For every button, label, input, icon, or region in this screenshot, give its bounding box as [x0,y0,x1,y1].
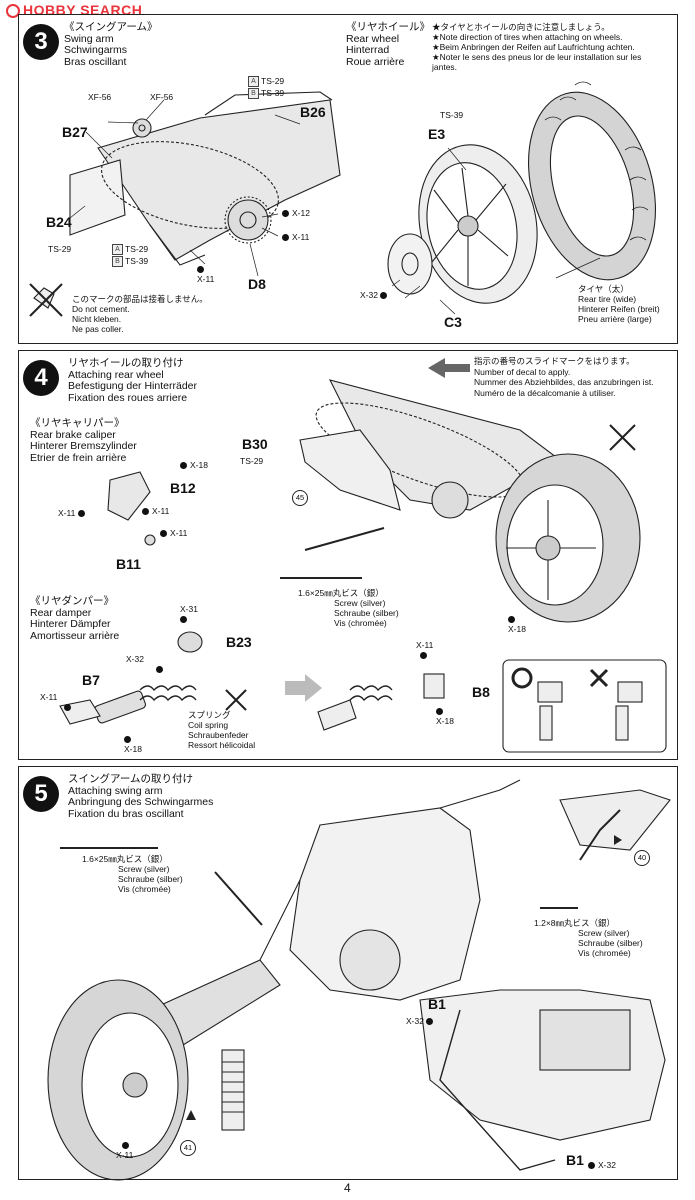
step-4-panel [18,350,678,760]
ts29-label-b30: TS-29 [240,456,264,466]
part-b8: B8 [472,684,490,700]
x32-label: X-32 [360,290,390,300]
step5-rear-tire-drawing [47,979,189,1181]
page-number: 4 [344,1181,351,1195]
part-e3: E3 [428,126,446,142]
part-b12: B12 [170,480,196,496]
x11-label-caliper-a: X-11 [58,508,88,518]
part-b1-upper: B1 [428,996,446,1012]
rear-wheel-drawing [418,144,538,304]
no-cement-icon-step4 [225,424,636,711]
xf56-label-b: XF-56 [150,92,174,102]
decal-note: 指示の番号のスライドマークをはります。Number of decal to ap… [474,356,654,398]
part-b30: B30 [242,436,268,452]
step5-damper-drawing [221,1049,245,1131]
short-screw-label: 1.2×8㎜丸ビス（銀）Screw (silver) Schraube (sil… [534,918,643,958]
x11-label-a: X-11 [282,232,309,242]
no-cement-icon-drawing [29,283,63,317]
decal-arrow-drawing [428,358,470,378]
x11-label-b: X-11 [197,264,214,284]
x18-label-assembled: X-18 [436,706,454,726]
chain-guard-b30-drawing [299,429,401,511]
x18-label-damper: X-18 [124,734,142,754]
rear-caliper-drawing [107,471,156,546]
x18-label-a: X-18 [180,460,208,470]
x11-label-step5: X-11 [116,1140,133,1160]
no-cement-note: このマークの部品は接着しません。Do not cement. Nicht kle… [72,294,208,334]
x32-label-damper: X-32 [126,654,166,674]
part-b26: B26 [300,104,326,120]
xf56-label-a: XF-56 [88,92,112,102]
x18-label-tire: X-18 [508,614,526,634]
part-b24: B24 [46,214,72,230]
step4-long-screw-drawing [280,527,385,579]
front-sprocket-drawing [132,118,152,138]
x31-label: X-31 [180,604,198,624]
x32-label-upper: X-32 [406,1016,436,1026]
sprocket-d8-drawing [224,196,272,244]
rear-tire-label: タイヤ（太）Rear tire (wide) Hinterer Reifen (… [578,284,660,324]
right-arrow-drawing [285,674,322,702]
decal-arrows-step5 [186,835,622,1120]
step-5-badge: 5 [23,776,59,812]
step-4-badge: 4 [23,360,59,396]
step-3-badge: 3 [23,24,59,60]
part-b23: B23 [226,634,252,650]
long-screw-label: 1.6×25㎜丸ビス（銀）Screw (silver) Schraube (si… [298,588,399,628]
assembled-damper-drawing [317,673,445,731]
ts39-label-e3: TS-39 [440,110,464,120]
x11-label-caliper-b: X-11 [142,506,169,516]
ok-ng-box-drawing [502,659,667,753]
tire-direction-note: ★タイヤとホイールの向きに注意しましょう。★Note direction of … [432,22,642,72]
step-5-panel [18,766,678,1180]
decal-45-badge: 45 [292,490,308,506]
rear-caliper-title: 《リヤキャリパー》Rear brake caliper Hinterer Bre… [30,417,137,464]
swing-arm-drawing [69,91,341,266]
decal-40-badge: 40 [634,850,650,866]
part-d8: D8 [248,276,266,292]
part-b1-lower: B1 [566,1152,584,1168]
part-b7: B7 [82,672,100,688]
step5-engine-drawing [419,989,666,1171]
x32-label-lower: X-32 [588,1160,616,1170]
ts29-label-b24: TS-29 [48,244,72,254]
x12-label: X-12 [282,208,310,218]
step5-detail-drawing [559,789,671,861]
x11-label-caliper-c: X-11 [160,528,187,538]
part-b27: B27 [62,124,88,140]
step5-long-screw [60,847,263,926]
x11-label-assembled: X-11 [416,640,433,660]
brake-disc-drawing [387,233,433,295]
step4-rear-tire-drawing [495,453,641,623]
part-b11: B11 [116,556,141,572]
decal-41-badge: 41 [180,1140,196,1156]
long-screw-label-step5: 1.6×25㎜丸ビス（銀）Screw (silver) Schraube (si… [82,854,183,894]
x11-label-damper: X-11 [40,692,74,712]
rear-tire-drawing [527,81,657,281]
part-c3: C3 [444,314,462,330]
logo-circle-icon [6,4,20,18]
motorcycle-frame-drawing [219,779,521,1001]
